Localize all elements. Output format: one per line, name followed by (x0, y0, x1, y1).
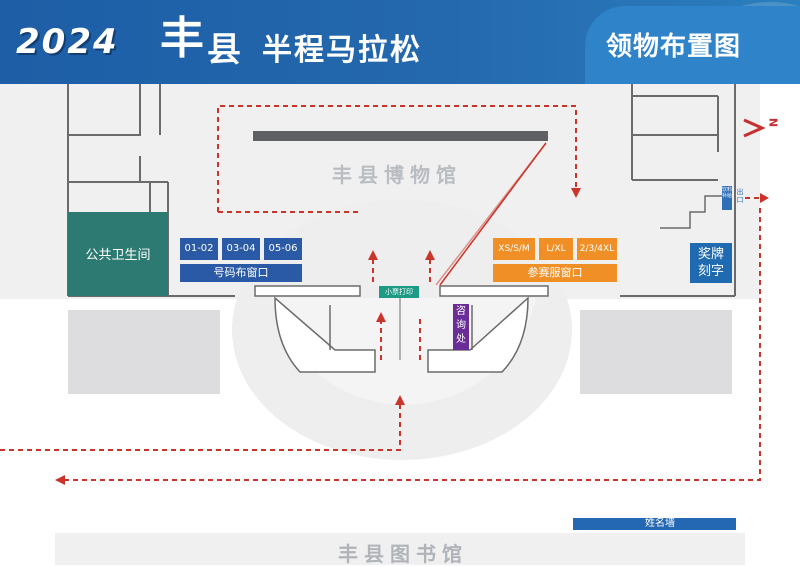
exit-label: 出口 (736, 188, 744, 204)
plaza-floor (272, 298, 536, 405)
museum-wall-bar (253, 131, 548, 141)
apparel-window-label: 参赛服窗口 (493, 264, 617, 282)
race-name: 半程马拉松 (262, 33, 422, 68)
name-wall (573, 518, 736, 530)
entrance-wall-left (254, 285, 361, 297)
stairs (660, 195, 730, 229)
engraving-label: 奖牌刻字 (697, 247, 724, 279)
map-title-panel (585, 6, 800, 84)
library-building (55, 533, 745, 565)
header-banner: 2024 丰 县 半程马拉松 领物布置图 (0, 0, 800, 84)
route-arrows (55, 188, 769, 485)
wall-right-rooms (631, 84, 736, 296)
wall-room-3 (68, 156, 169, 296)
entrance-pillars (329, 305, 473, 350)
north-arrow-icon (743, 118, 766, 138)
museum-label: 丰县博物馆 (332, 163, 462, 187)
entrance-left-wing (274, 296, 376, 373)
wall-room-1 (68, 84, 141, 136)
info-desk-label: 咨询处 (456, 306, 466, 345)
info-desk (453, 304, 469, 350)
route-from-left (0, 402, 401, 451)
name-wall-label: 姓名墙 (645, 518, 675, 529)
apparel-size-xs-s-m: XS/S/M (493, 238, 535, 260)
ticket-print-label: 小票打印 (379, 286, 419, 298)
walking-route (0, 105, 761, 481)
restroom-block (68, 212, 168, 296)
map-title: 领物布置图 (606, 32, 742, 62)
diagonal-route-2 (435, 142, 547, 286)
bib-slot-3: 05-06 (264, 238, 302, 260)
restroom-label: 公共卫生间 (85, 248, 151, 263)
left-block (68, 310, 220, 394)
entrance-wall-right (439, 285, 549, 297)
event-year: 2024 (16, 22, 119, 62)
bib-slot-1: 01-02 (180, 238, 218, 260)
apparel-size-l-xl: L/XL (539, 238, 573, 260)
entrance-right-wing (427, 296, 529, 373)
library-label: 丰县图书馆 (338, 542, 468, 566)
logo-text: 县 (207, 30, 241, 70)
right-block (580, 310, 732, 394)
logo-mark: 丰 (160, 13, 204, 64)
apparel-size-2-3-4xl: 2/3/4XL (577, 238, 617, 260)
north-label: N (766, 117, 780, 128)
engraving-booth (690, 243, 732, 283)
route-exit-loop (62, 208, 761, 481)
small-sign-label: 饮料补给 (722, 187, 733, 199)
bib-window-label: 号码布窗口 (180, 264, 302, 282)
route-loop (217, 105, 577, 212)
exit-sign (722, 186, 732, 210)
bib-slot-2: 03-04 (222, 238, 260, 260)
